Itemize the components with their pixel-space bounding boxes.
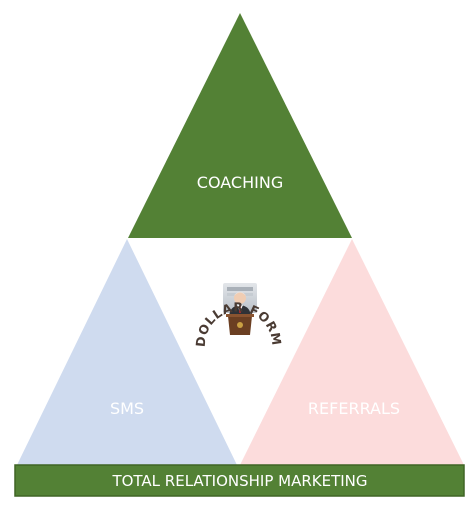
sms-label: SMS [110,399,144,418]
coaching-label: COACHING [197,173,283,192]
coaching-triangle [128,13,352,238]
base-label: TOTAL RELATIONSHIP MARKETING [111,472,367,490]
speaker-head-icon [234,292,246,304]
referrals-label: REFERRALS [308,399,400,418]
sms-triangle [17,239,237,465]
base-bar [14,464,465,497]
referrals-triangle [240,239,464,465]
